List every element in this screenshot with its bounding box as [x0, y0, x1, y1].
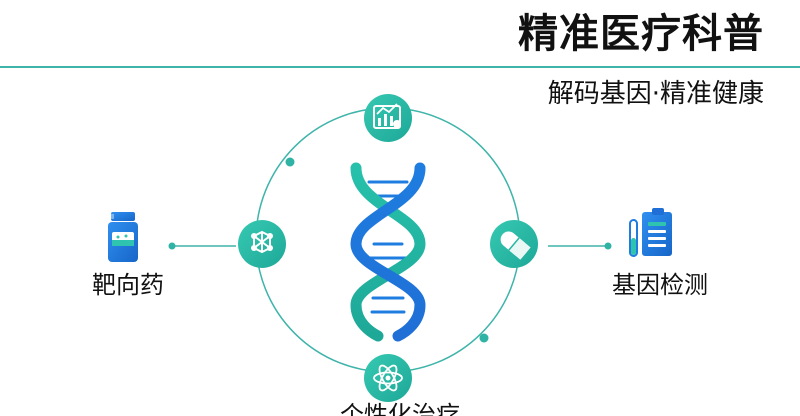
dna-icon: [350, 162, 426, 342]
orbit-dot-top-left: [285, 157, 295, 167]
orbit-ring: [255, 107, 521, 373]
page-subtitle: 解码基因·精准健康: [547, 79, 764, 109]
capsule-icon: [490, 220, 538, 268]
personalized-treatment-label: 个性化治疗: [340, 401, 460, 416]
medicine-bottle-icon: [108, 212, 138, 262]
page-title: 精准医疗科普: [518, 11, 764, 57]
title-divider: [0, 66, 800, 68]
test-tube-clipboard-icon: [629, 208, 672, 257]
connector-right-dot: [604, 242, 612, 250]
gene-testing-label: 基因检测: [612, 271, 708, 299]
targeted-drug-label: 靶向药: [92, 271, 164, 299]
connector-left-dot: [168, 242, 176, 250]
orbit-dot-bottom-right: [479, 333, 489, 343]
data-chart-icon: [364, 94, 412, 142]
molecule-icon: [238, 220, 286, 268]
atom-icon: [364, 354, 412, 402]
